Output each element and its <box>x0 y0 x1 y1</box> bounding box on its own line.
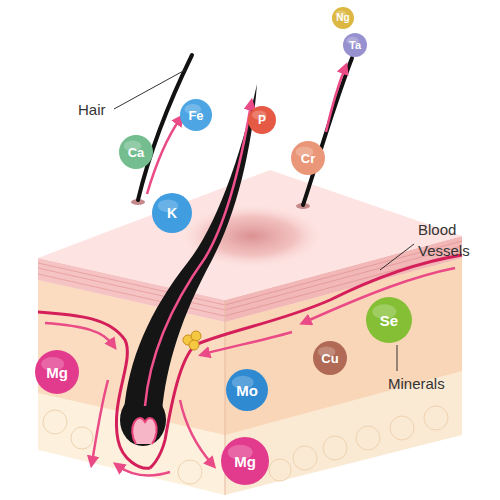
mineral-circle: Ta <box>343 33 367 57</box>
hair-shaft <box>303 58 352 205</box>
part-label: Minerals <box>388 373 445 394</box>
fat-cell <box>293 446 317 470</box>
circle-fill <box>313 341 347 375</box>
part-label: Blood Vessels <box>418 219 480 261</box>
circle-fill <box>119 135 153 169</box>
flow-arrow <box>180 400 212 464</box>
mineral-circle: Ca <box>119 135 153 169</box>
mineral-circle: Cu <box>313 341 347 375</box>
mineral-circle: Mg <box>35 350 79 394</box>
mineral-symbol: Mg <box>46 365 68 380</box>
circle-fill <box>332 7 354 29</box>
leader-line <box>114 70 185 109</box>
hair-shaft <box>124 84 257 412</box>
circle-fill <box>248 106 276 134</box>
circle-fill <box>35 350 79 394</box>
fat-cell <box>424 406 448 430</box>
mineral-symbol: Mg <box>234 454 256 469</box>
fat-cell <box>269 459 291 481</box>
skin-surface <box>38 170 462 300</box>
mineral-symbol: Ng <box>336 13 349 23</box>
mineral-symbol: Ta <box>349 40 361 51</box>
circle-fill <box>226 369 268 411</box>
circle-fill <box>221 437 269 485</box>
mineral-symbol: Ca <box>128 146 145 159</box>
mineral-circle: P <box>248 106 276 134</box>
flow-arrow <box>45 323 113 345</box>
mineral-symbol: Se <box>380 313 398 328</box>
mineral-symbol: P <box>258 114 266 126</box>
dermal-papilla <box>132 418 156 444</box>
circle-fill <box>366 297 412 343</box>
circle-fill <box>180 99 212 131</box>
circle-fill <box>343 33 367 57</box>
mineral-circle: Cr <box>291 141 325 175</box>
sebaceous-gland <box>191 331 201 341</box>
mineral-symbol: Mo <box>236 383 258 398</box>
fat-cell <box>71 427 93 449</box>
fat-cell <box>43 410 67 434</box>
mineral-circle: Se <box>366 297 412 343</box>
flow-arrow <box>145 104 251 406</box>
fat-cell <box>356 426 380 450</box>
fat-cell <box>390 416 414 440</box>
part-label: Hair <box>78 99 106 120</box>
hair-bulb <box>120 394 166 446</box>
mineral-symbol: Cr <box>301 152 315 165</box>
mineral-symbol: Cu <box>321 352 338 365</box>
flow-arrow <box>204 332 292 354</box>
leader-line <box>397 345 398 371</box>
mineral-symbol: Fe <box>188 109 203 122</box>
mineral-circle: Fe <box>180 99 212 131</box>
fat-cell <box>323 436 347 460</box>
mineral-circle: Mg <box>221 437 269 485</box>
fat-cell <box>178 460 202 484</box>
flow-arrow <box>92 380 108 462</box>
circle-fill <box>152 193 192 233</box>
hair-shaft <box>138 55 192 200</box>
mineral-circle: Ng <box>332 7 354 29</box>
flow-arrow <box>326 68 345 132</box>
leader-line <box>380 244 414 270</box>
mineral-symbol: K <box>167 206 177 220</box>
mineral-circle: Mo <box>226 369 268 411</box>
sebaceous-gland <box>189 340 199 350</box>
flow-arrow <box>118 466 170 475</box>
mineral-circle: K <box>152 193 192 233</box>
circle-fill <box>291 141 325 175</box>
